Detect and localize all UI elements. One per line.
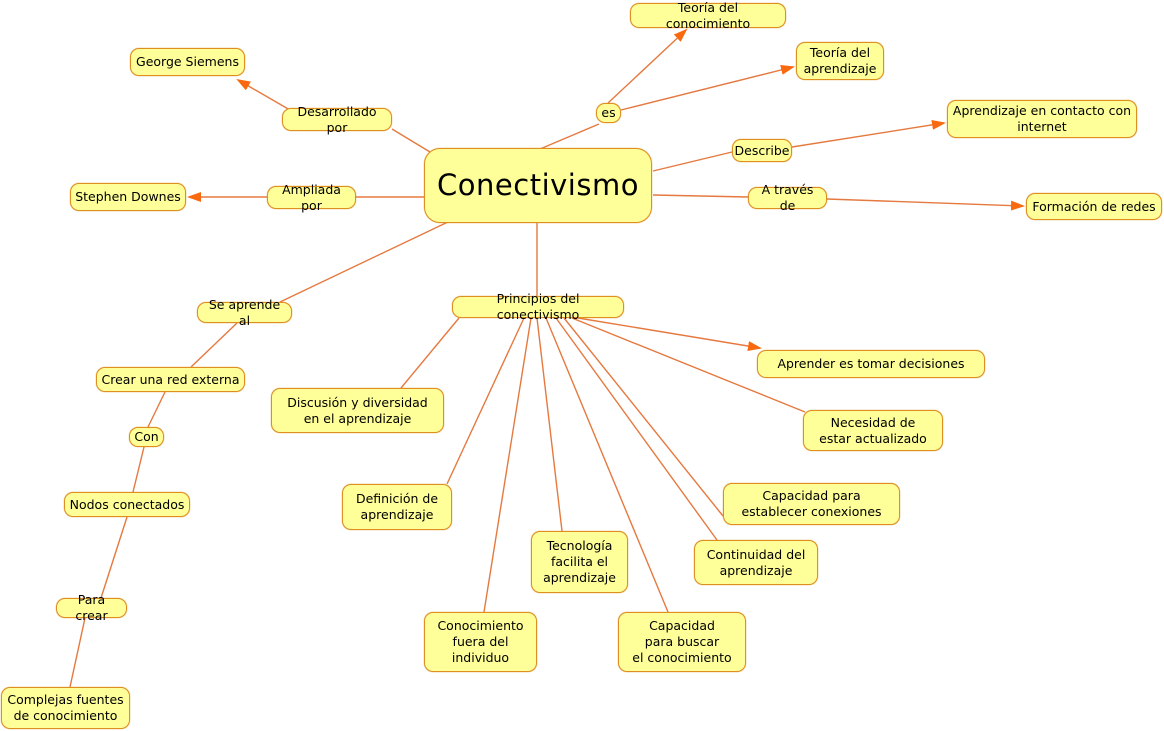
node-label-teoria-aprendizaje: Teoría del aprendizaje: [803, 45, 877, 76]
node-label-definicion-aprendizaje: Definición de aprendizaje: [355, 491, 439, 522]
node-label-crear-red-externa: Crear una red externa: [101, 371, 240, 387]
node-complejas-fuentes[interactable]: Complejas fuentes de conocimiento: [1, 687, 130, 729]
node-george-siemens[interactable]: George Siemens: [130, 48, 245, 76]
edge-principios-definicion-aprendizaje: [446, 317, 525, 485]
node-label-ampliada-por: Ampliada por: [282, 181, 341, 213]
node-conocimiento-fuera[interactable]: Conocimiento fuera del individuo: [424, 612, 537, 672]
node-capacidad-establecer[interactable]: Capacidad para establecer conexiones: [723, 483, 900, 525]
edge-es-teoria-aprendizaje: [620, 65, 795, 111]
node-label-para-crear: Para crear: [75, 592, 108, 623]
edge-principios-aprender-decisiones: [577, 317, 762, 351]
node-definicion-aprendizaje[interactable]: Definición de aprendizaje: [342, 484, 452, 530]
edge-principios-tecnologia-facilita: [536, 317, 563, 532]
node-con[interactable]: Con: [129, 427, 164, 447]
edge-principios-conocimiento-fuera: [483, 317, 532, 613]
node-label-aprender-decisiones: Aprender es tomar decisiones: [777, 356, 965, 371]
edge-a-traves-de-formacion-redes: [826, 198, 1025, 211]
node-crear-red-externa[interactable]: Crear una red externa: [96, 367, 245, 392]
node-desarrollado-por[interactable]: Desarrollado por: [282, 104, 392, 135]
node-label-capacidad-buscar: Capacidad para buscar el conocimiento: [632, 618, 732, 665]
node-label-necesidad-actualizado: Necesidad de estar actualizado: [819, 414, 927, 446]
node-label-desarrollado-por: Desarrollado por: [297, 103, 377, 135]
edge-es-teoria-conocimiento: [607, 28, 688, 104]
edge-con-nodos-conectados: [132, 446, 145, 493]
edge-nodos-conectados-para-crear: [100, 516, 128, 599]
node-label-conectivismo: Conectivismo: [437, 167, 639, 202]
node-label-formacion-redes: Formación de redes: [1032, 198, 1156, 214]
edge-principios-continuidad-aprendizaje: [555, 317, 718, 541]
node-label-tecnologia-facilita: Tecnología facilita el aprendizaje: [543, 538, 616, 585]
node-capacidad-buscar[interactable]: Capacidad para buscar el conocimiento: [618, 612, 746, 672]
node-label-george-siemens: George Siemens: [136, 54, 239, 69]
node-necesidad-actualizado[interactable]: Necesidad de estar actualizado: [803, 410, 943, 451]
edge-desarrollado-por-george-siemens: [236, 79, 291, 111]
node-tecnologia-facilita[interactable]: Tecnología facilita el aprendizaje: [531, 531, 628, 593]
edge-se-aprende-al-crear-red-externa: [190, 322, 238, 368]
edge-principios-capacidad-establecer: [563, 317, 724, 517]
node-formacion-redes[interactable]: Formación de redes: [1026, 193, 1162, 220]
node-label-aprendizaje-internet: Aprendizaje en contacto con internet: [952, 103, 1132, 134]
node-discusion-diversidad[interactable]: Discusión y diversidad en el aprendizaje: [271, 388, 444, 433]
edge-principios-discusion-diversidad: [400, 317, 460, 389]
node-ampliada-por[interactable]: Ampliada por: [267, 182, 356, 213]
node-a-traves-de[interactable]: A través de: [748, 182, 827, 213]
edge-conectivismo-a-traves-de: [652, 194, 749, 198]
edge-conectivismo-describe: [652, 151, 733, 172]
node-label-se-aprende-al: Se aprende al: [208, 296, 281, 328]
edge-principios-capacidad-buscar: [545, 317, 669, 613]
node-teoria-aprendizaje[interactable]: Teoría del aprendizaje: [796, 42, 884, 80]
node-se-aprende-al[interactable]: Se aprende al: [197, 297, 292, 328]
edge-conectivismo-es: [539, 123, 600, 150]
edge-para-crear-complejas-fuentes: [69, 617, 86, 688]
edge-conectivismo-desarrollado-por: [391, 128, 431, 153]
node-teoria-conocimiento[interactable]: Teoría del conocimiento: [630, 0, 786, 31]
edge-conectivismo-se-aprende-al: [279, 220, 451, 303]
node-label-principios: Principios del conectivismo: [496, 291, 580, 322]
node-principios[interactable]: Principios del conectivismo: [452, 291, 624, 322]
node-label-discusion-diversidad: Discusión y diversidad en el aprendizaje: [287, 394, 428, 426]
edge-describe-aprendizaje-internet: [791, 119, 946, 148]
node-nodos-conectados[interactable]: Nodos conectados: [64, 492, 190, 517]
node-es[interactable]: es: [596, 103, 621, 123]
node-describe[interactable]: Describe: [732, 139, 792, 162]
edge-principios-necesidad-actualizado: [571, 317, 806, 413]
node-para-crear[interactable]: Para crear: [56, 592, 127, 623]
node-label-a-traves-de: A través de: [761, 182, 814, 213]
node-label-con: Con: [134, 429, 159, 444]
node-label-capacidad-establecer: Capacidad para establecer conexiones: [741, 488, 882, 519]
node-label-continuidad-aprendizaje: Continuidad del aprendizaje: [706, 546, 806, 578]
node-label-stephen-downes: Stephen Downes: [75, 189, 181, 204]
node-continuidad-aprendizaje[interactable]: Continuidad del aprendizaje: [694, 540, 818, 585]
node-aprender-decisiones[interactable]: Aprender es tomar decisiones: [757, 350, 985, 378]
node-label-teoria-conocimiento: Teoría del conocimiento: [665, 0, 751, 31]
node-label-es: es: [601, 105, 616, 120]
node-label-nodos-conectados: Nodos conectados: [69, 496, 185, 512]
node-conectivismo[interactable]: Conectivismo: [424, 148, 652, 223]
edge-crear-red-externa-con: [147, 391, 166, 428]
node-label-complejas-fuentes: Complejas fuentes de conocimiento: [7, 692, 124, 723]
node-label-describe: Describe: [734, 142, 790, 158]
node-label-conocimiento-fuera: Conocimiento fuera del individuo: [437, 618, 524, 665]
node-stephen-downes[interactable]: Stephen Downes: [70, 183, 186, 211]
node-aprendizaje-internet[interactable]: Aprendizaje en contacto con internet: [947, 100, 1137, 138]
